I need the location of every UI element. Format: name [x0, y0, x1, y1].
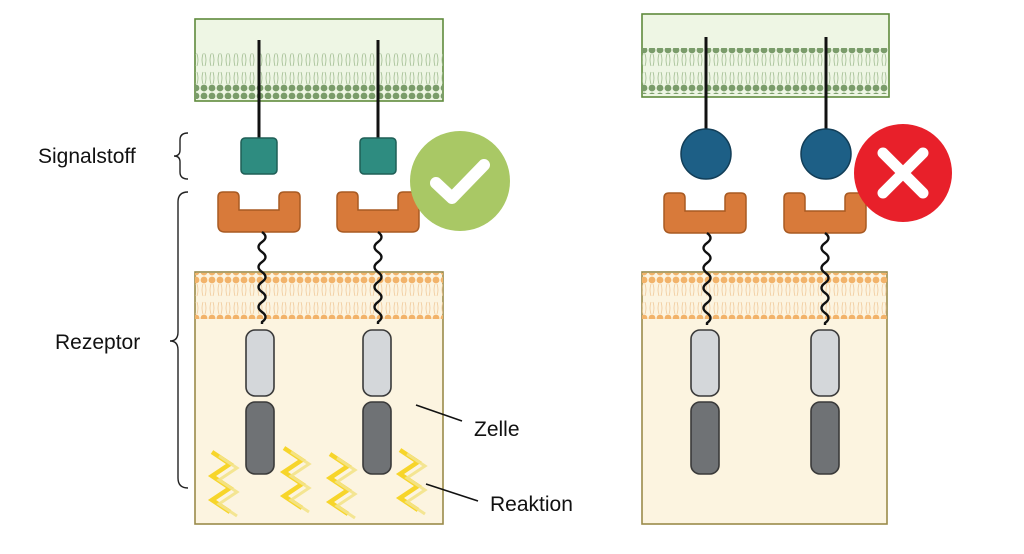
brace-receptor — [169, 191, 189, 489]
signal-molecule-circle — [800, 128, 852, 180]
signal-molecule-square — [359, 137, 397, 175]
panel-matching — [194, 18, 510, 525]
receiving-cell — [194, 271, 444, 525]
checkmark-icon — [410, 131, 510, 231]
pointer-reaction — [425, 483, 479, 502]
signal-molecule-circle — [680, 128, 732, 180]
label-cell: Zelle — [474, 418, 520, 441]
brace-signal — [173, 132, 189, 180]
receiving-cell — [641, 271, 888, 525]
label-receptor: Rezeptor — [55, 331, 140, 354]
label-reaction: Reaktion — [490, 493, 573, 516]
signaling-cell-membrane — [194, 18, 444, 102]
panel-non-matching — [641, 13, 952, 525]
label-signal: Signalstoff — [38, 145, 136, 168]
signal-molecule-square — [240, 137, 278, 175]
cross-icon — [854, 124, 952, 222]
signaling-cell-membrane — [641, 13, 890, 98]
pointer-cell — [415, 404, 463, 422]
